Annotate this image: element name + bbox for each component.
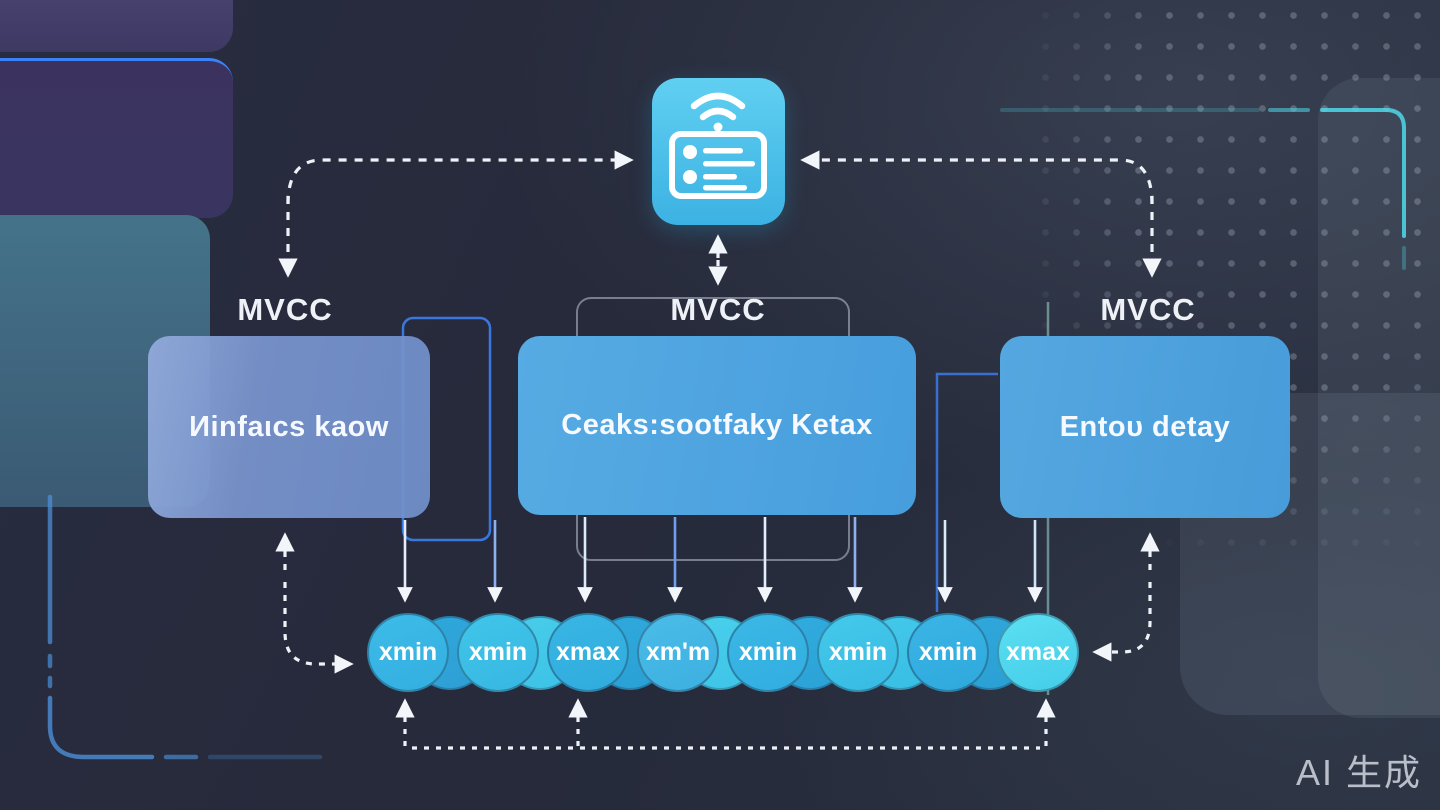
circle-label: xmin bbox=[738, 638, 798, 666]
dashed-bottom-return bbox=[395, 698, 1056, 750]
box-center-label: Ceaks:sootfaky Ketax bbox=[561, 409, 873, 441]
circle-label: xmin bbox=[828, 638, 888, 666]
mvcc-label-left: MVCC bbox=[237, 292, 333, 327]
box-left: Иinfaιcs kaow bbox=[148, 336, 430, 518]
version-circle: xmax bbox=[997, 613, 1079, 692]
ai-generated-watermark: AI 生成 bbox=[1295, 752, 1422, 793]
box-left-label: Иinfaιcs kaow bbox=[189, 410, 389, 443]
wifi-icon bbox=[690, 92, 746, 121]
circle-label: xm'm bbox=[645, 638, 711, 666]
version-circle: xm'm bbox=[637, 613, 719, 692]
blue-connector-line bbox=[935, 372, 998, 612]
mvcc-label-center: MVCC bbox=[670, 292, 766, 327]
solid-arrows-to-circles bbox=[397, 517, 1043, 603]
version-circle: xmin bbox=[367, 613, 449, 692]
box-right-label: Entoυ detay bbox=[1059, 410, 1231, 443]
wifi-dot bbox=[713, 122, 723, 132]
circle-label: xmin bbox=[918, 638, 978, 666]
version-circle: xmin bbox=[457, 613, 539, 692]
version-circle: xmax bbox=[547, 613, 629, 692]
version-circle: xmin bbox=[817, 613, 899, 692]
box-center: Ceaks:sootfaky Ketax bbox=[518, 336, 916, 515]
version-circle: xmin bbox=[907, 613, 989, 692]
version-circle: xmin bbox=[727, 613, 809, 692]
blue-line-bottom-left bbox=[47, 494, 323, 760]
decor-panel-purple-mid bbox=[0, 58, 233, 218]
mvcc-label-right: MVCC bbox=[1100, 292, 1196, 327]
dashed-arrow-left-top bbox=[278, 150, 634, 278]
circle-label: xmax bbox=[1006, 638, 1070, 666]
box-right: Entoυ detay bbox=[1000, 336, 1290, 518]
smart-card-device-icon bbox=[652, 78, 785, 225]
decor-panel-purple-top bbox=[0, 0, 233, 52]
circle-label: xmin bbox=[468, 638, 528, 666]
circle-label: xmax bbox=[556, 638, 620, 666]
dashed-hook-left bbox=[275, 532, 354, 674]
circle-label: xmin bbox=[378, 638, 438, 666]
card-list-icon bbox=[669, 131, 767, 199]
